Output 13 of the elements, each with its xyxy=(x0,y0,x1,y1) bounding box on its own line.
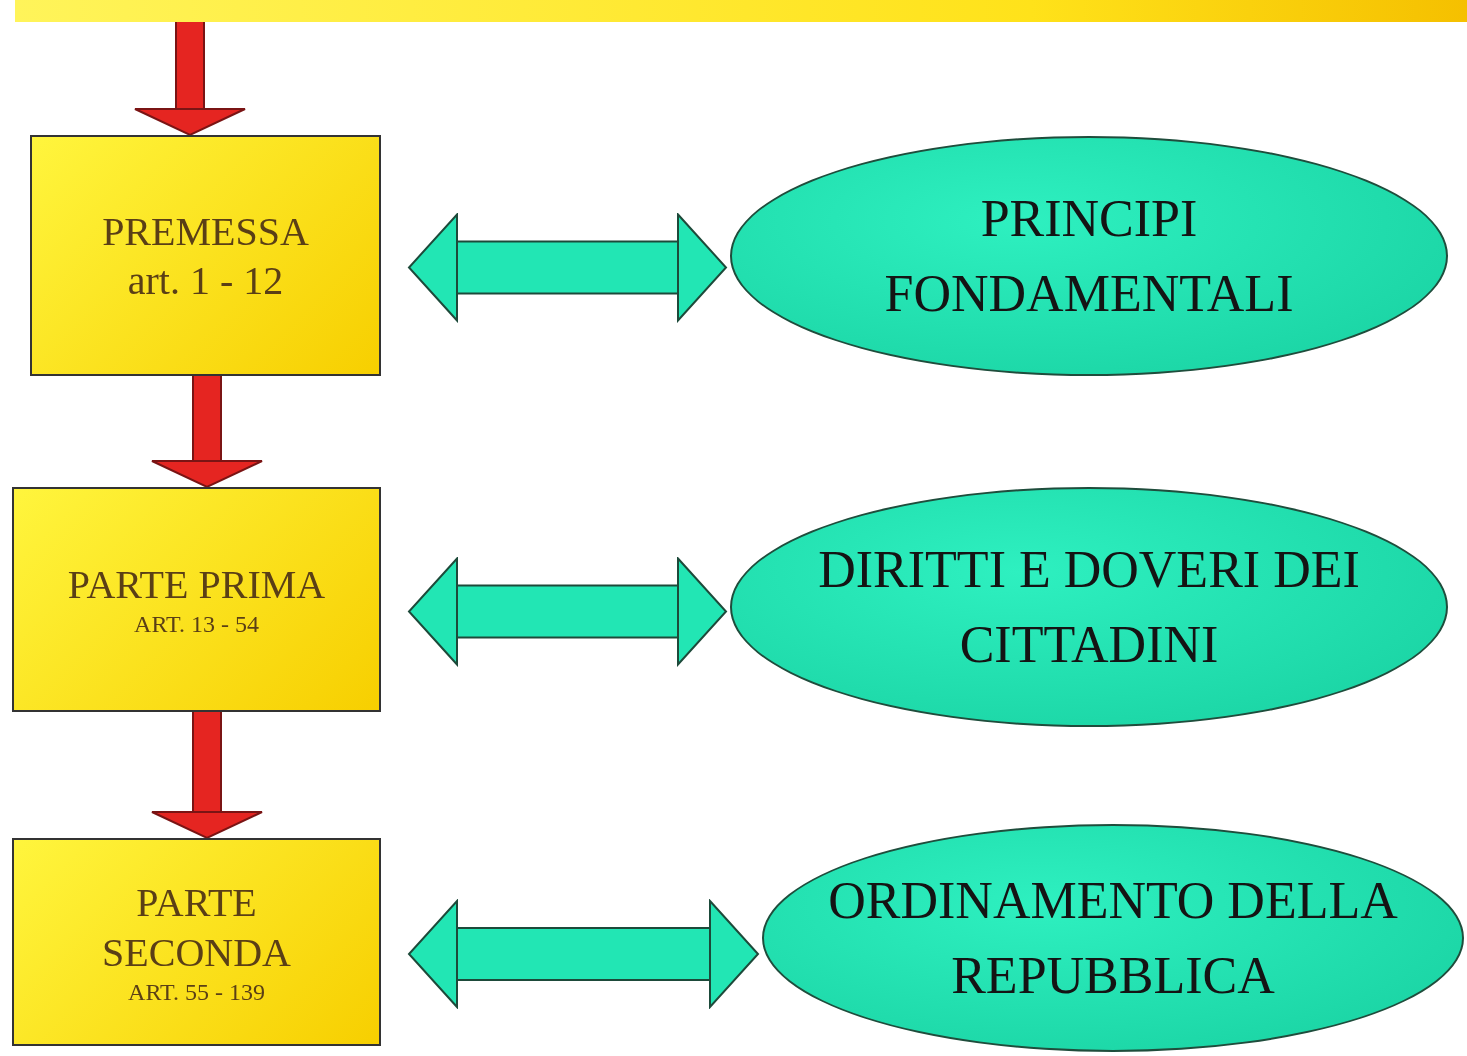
article-range: art. 1 - 12 xyxy=(127,256,284,305)
topic-label: ORDINAMENTO DELLA REPUBBLICA xyxy=(827,870,1399,1006)
section-box xyxy=(12,838,381,1046)
article-range: ART. 13 - 54 xyxy=(134,610,259,639)
section-box xyxy=(12,487,381,712)
section-title: PARTE SECONDA xyxy=(101,878,292,977)
section-title: PREMESSA xyxy=(102,207,309,256)
article-range: ART. 55 - 139 xyxy=(128,977,265,1007)
topic-label: PRINCIPI FONDAMENTALI xyxy=(883,188,1295,324)
header-band xyxy=(15,0,1467,22)
topic-label: DIRITTI E DOVERI DEI CITTADINI xyxy=(817,539,1361,675)
section-box xyxy=(30,135,381,376)
section-title: PARTE PRIMA xyxy=(67,561,326,610)
